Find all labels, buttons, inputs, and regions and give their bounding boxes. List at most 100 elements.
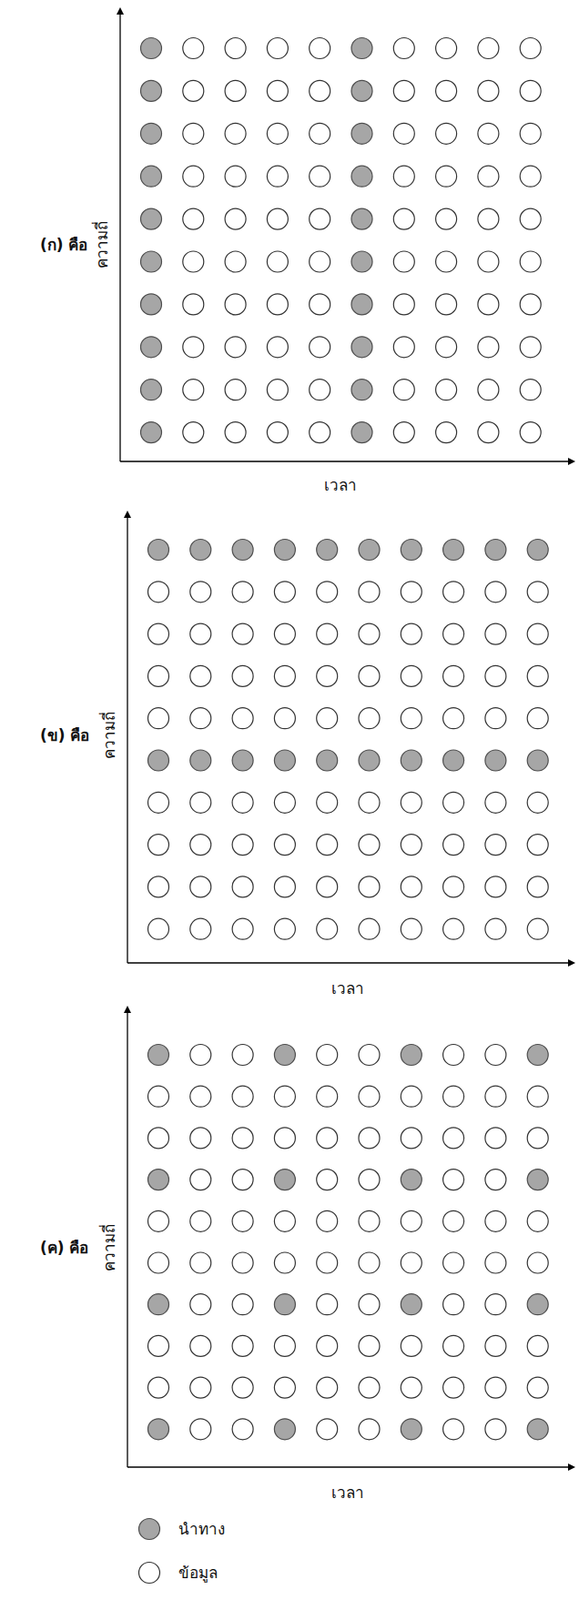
data-symbol [443, 623, 465, 645]
pilot-symbol [527, 1169, 549, 1191]
pilot-symbol [274, 750, 295, 772]
data-symbol [443, 834, 465, 856]
data-symbol [519, 422, 541, 444]
data-symbol [190, 1294, 212, 1316]
data-symbol [485, 665, 507, 687]
data-symbol [224, 80, 246, 102]
data-symbol [485, 1294, 507, 1316]
pilot-symbol [274, 1045, 295, 1067]
data-symbol [232, 1210, 254, 1232]
pilot-symbol [485, 539, 507, 561]
data-symbol [309, 422, 331, 444]
data-symbol [266, 165, 288, 187]
data-symbol [316, 581, 338, 603]
data-symbol [527, 918, 549, 940]
data-symbol [485, 1335, 507, 1357]
data-symbol [190, 665, 212, 687]
pilot-symbol [141, 165, 163, 187]
pilot-symbol [400, 1169, 422, 1191]
data-symbol [485, 623, 507, 645]
data-symbol [485, 1045, 507, 1067]
data-symbol [224, 422, 246, 444]
data-symbol [182, 336, 204, 358]
pilot-symbol [316, 750, 338, 772]
data-symbol [148, 623, 170, 645]
data-symbol [266, 38, 288, 60]
legend-swatch [139, 1563, 161, 1585]
data-symbol [358, 1294, 380, 1316]
data-symbol [400, 623, 422, 645]
data-symbol [443, 792, 465, 813]
data-symbol [358, 1127, 380, 1149]
frequency-axis [119, 12, 121, 462]
data-symbol [358, 1335, 380, 1357]
data-symbol [232, 665, 254, 687]
data-symbol [316, 1086, 338, 1108]
data-symbol [309, 251, 331, 273]
data-symbol [477, 294, 499, 315]
data-symbol [485, 1127, 507, 1149]
data-symbol [485, 834, 507, 856]
data-symbol [148, 1086, 170, 1108]
data-symbol [436, 38, 458, 60]
data-symbol [358, 1045, 380, 1067]
data-symbol [232, 1335, 254, 1357]
data-symbol [316, 792, 338, 813]
data-symbol [224, 294, 246, 315]
data-symbol [148, 1210, 170, 1232]
data-symbol [190, 876, 212, 898]
data-symbol [400, 1210, 422, 1232]
data-symbol [485, 792, 507, 813]
data-symbol [274, 918, 295, 940]
data-symbol [309, 165, 331, 187]
data-symbol [316, 665, 338, 687]
legend-text: ข้อมูล [178, 1564, 218, 1583]
data-symbol [190, 1252, 212, 1274]
data-symbol [309, 38, 331, 60]
time-axis [127, 1466, 570, 1468]
data-symbol [232, 876, 254, 898]
data-symbol [190, 1045, 212, 1067]
data-symbol [527, 1252, 549, 1274]
data-symbol [443, 1294, 465, 1316]
data-symbol [477, 336, 499, 358]
data-symbol [519, 80, 541, 102]
data-symbol [182, 422, 204, 444]
pilot-symbol [148, 1045, 170, 1067]
pilot-symbol [351, 379, 373, 401]
data-symbol [182, 208, 204, 230]
pilot-symbol [141, 422, 163, 444]
data-symbol [519, 294, 541, 315]
data-symbol [477, 80, 499, 102]
data-symbol [358, 1169, 380, 1191]
pilot-symbol [400, 750, 422, 772]
data-symbol [443, 1419, 465, 1441]
data-symbol [443, 581, 465, 603]
pilot-symbol [485, 750, 507, 772]
data-symbol [232, 581, 254, 603]
data-symbol [190, 1419, 212, 1441]
data-symbol [190, 1169, 212, 1191]
data-symbol [477, 165, 499, 187]
data-symbol [316, 623, 338, 645]
data-symbol [477, 208, 499, 230]
data-symbol [485, 1419, 507, 1441]
pilot-symbol [400, 1045, 422, 1067]
time-axis [120, 460, 570, 462]
data-symbol [358, 1210, 380, 1232]
data-symbol [148, 581, 170, 603]
data-symbol [274, 876, 295, 898]
data-symbol [485, 1169, 507, 1191]
data-symbol [400, 708, 422, 730]
data-symbol [358, 1252, 380, 1274]
data-symbol [224, 122, 246, 144]
data-symbol [393, 165, 415, 187]
data-symbol [400, 665, 422, 687]
data-symbol [436, 80, 458, 102]
data-symbol [436, 336, 458, 358]
data-symbol [527, 834, 549, 856]
data-symbol [400, 1377, 422, 1399]
data-symbol [443, 1252, 465, 1274]
data-symbol [232, 623, 254, 645]
data-symbol [190, 1335, 212, 1357]
